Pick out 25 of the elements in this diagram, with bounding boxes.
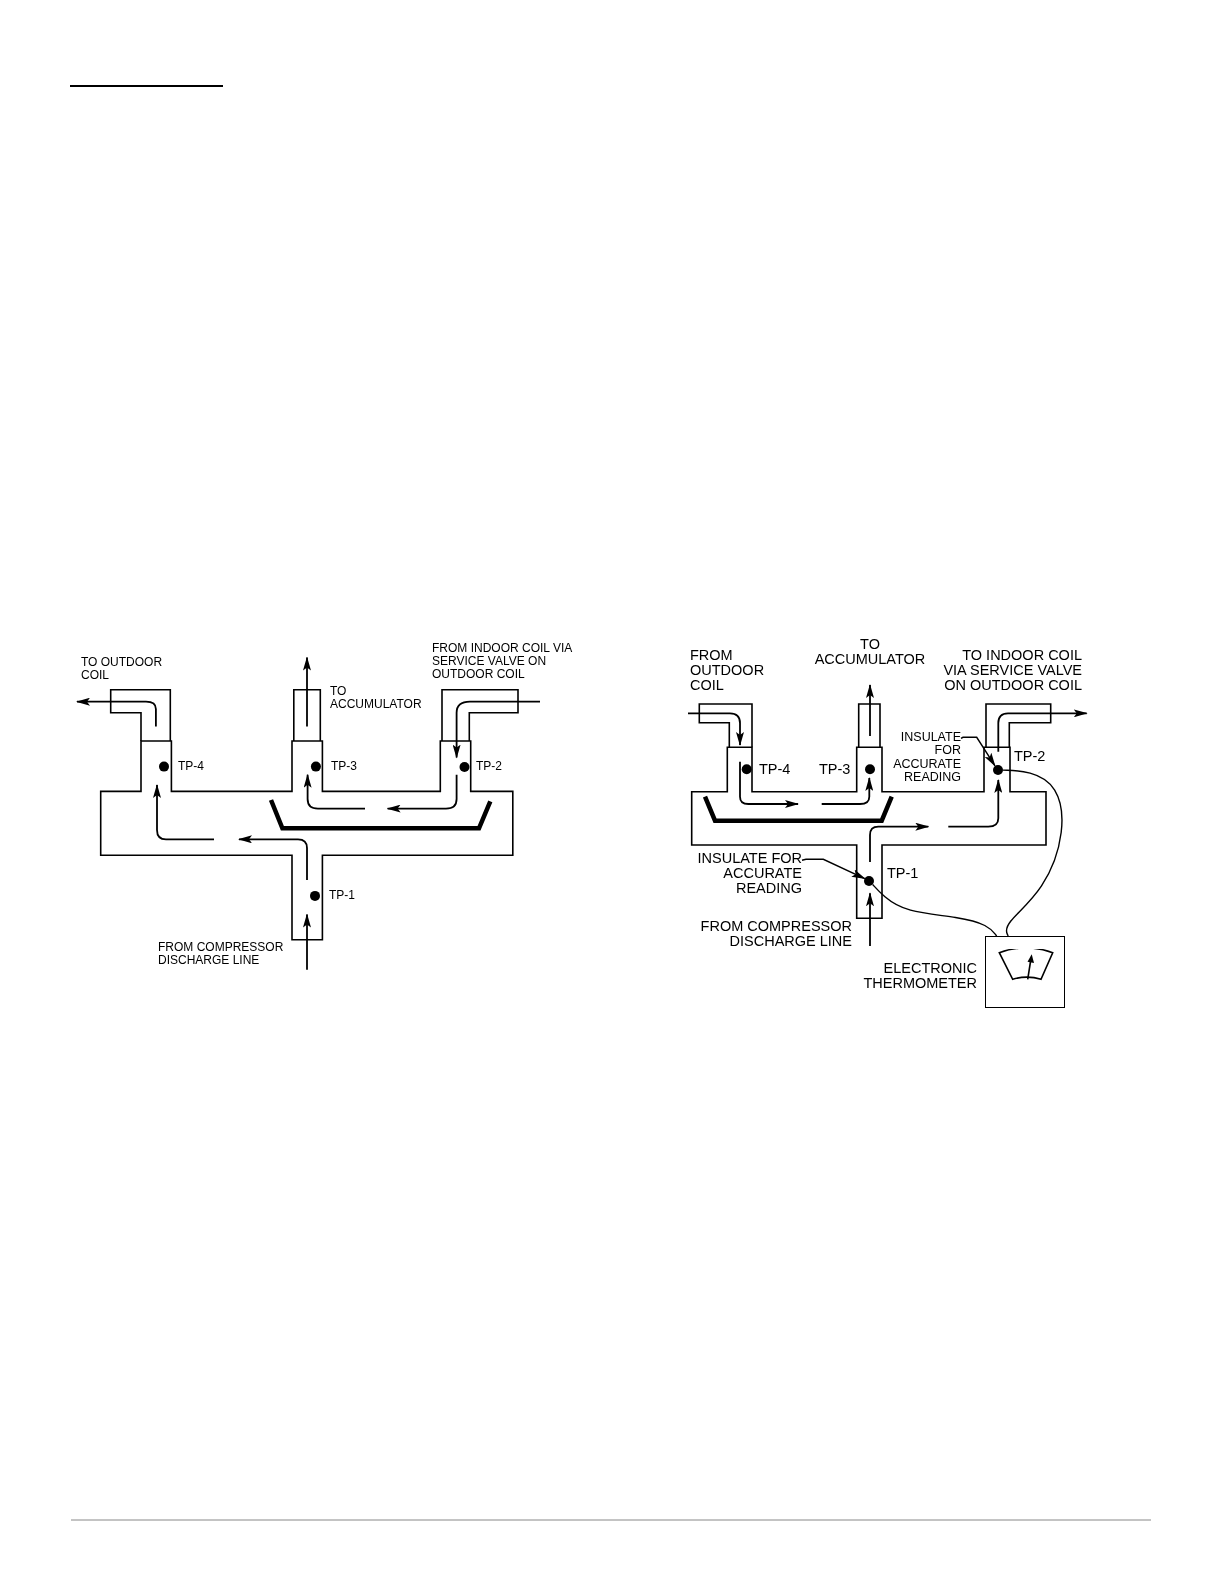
sensor-wire <box>871 883 998 937</box>
test-point-label: TP-1 <box>887 865 919 881</box>
test-point-dot <box>864 875 875 886</box>
instrument-label: ELECTRONIC THERMOMETER <box>862 961 977 991</box>
pipe-label: FROM COMPRESSOR DISCHARGE LINE <box>699 919 852 949</box>
test-point-dot <box>992 765 1003 775</box>
sensor-wire <box>1002 769 1063 937</box>
leader-line <box>801 858 866 880</box>
leader-line <box>960 736 996 767</box>
callout-text: INSULATE FOR ACCURATE READING <box>692 851 802 896</box>
callout-text: INSULATE FOR ACCURATE READING <box>893 731 961 785</box>
test-point-label: TP-3 <box>819 761 851 777</box>
test-point-label: TP-3 <box>331 760 357 773</box>
test-point-label: TP-2 <box>1014 748 1046 764</box>
test-point-label: TP-1 <box>329 889 355 902</box>
pipe-label: TO OUTDOOR COIL <box>81 656 164 682</box>
test-point-label: TP-2 <box>476 760 502 773</box>
test-point-label: TP-4 <box>178 760 204 773</box>
test-point-label: TP-4 <box>759 761 791 777</box>
pipe-label: FROM OUTDOOR COIL <box>690 648 766 693</box>
pipe-label: TO ACCUMULATOR <box>330 685 423 711</box>
pipe-label: TO INDOOR COIL VIA SERVICE VALVE ON OUTDOOR COIL <box>942 648 1082 693</box>
pipe-label: FROM INDOOR COIL VIA SERVICE VALVE ON OUTDOOR COIL <box>432 642 573 681</box>
pipe-label: TO ACCUMULATOR <box>813 637 927 667</box>
pipe-label: FROM COMPRESSOR DISCHARGE LINE <box>158 941 285 967</box>
